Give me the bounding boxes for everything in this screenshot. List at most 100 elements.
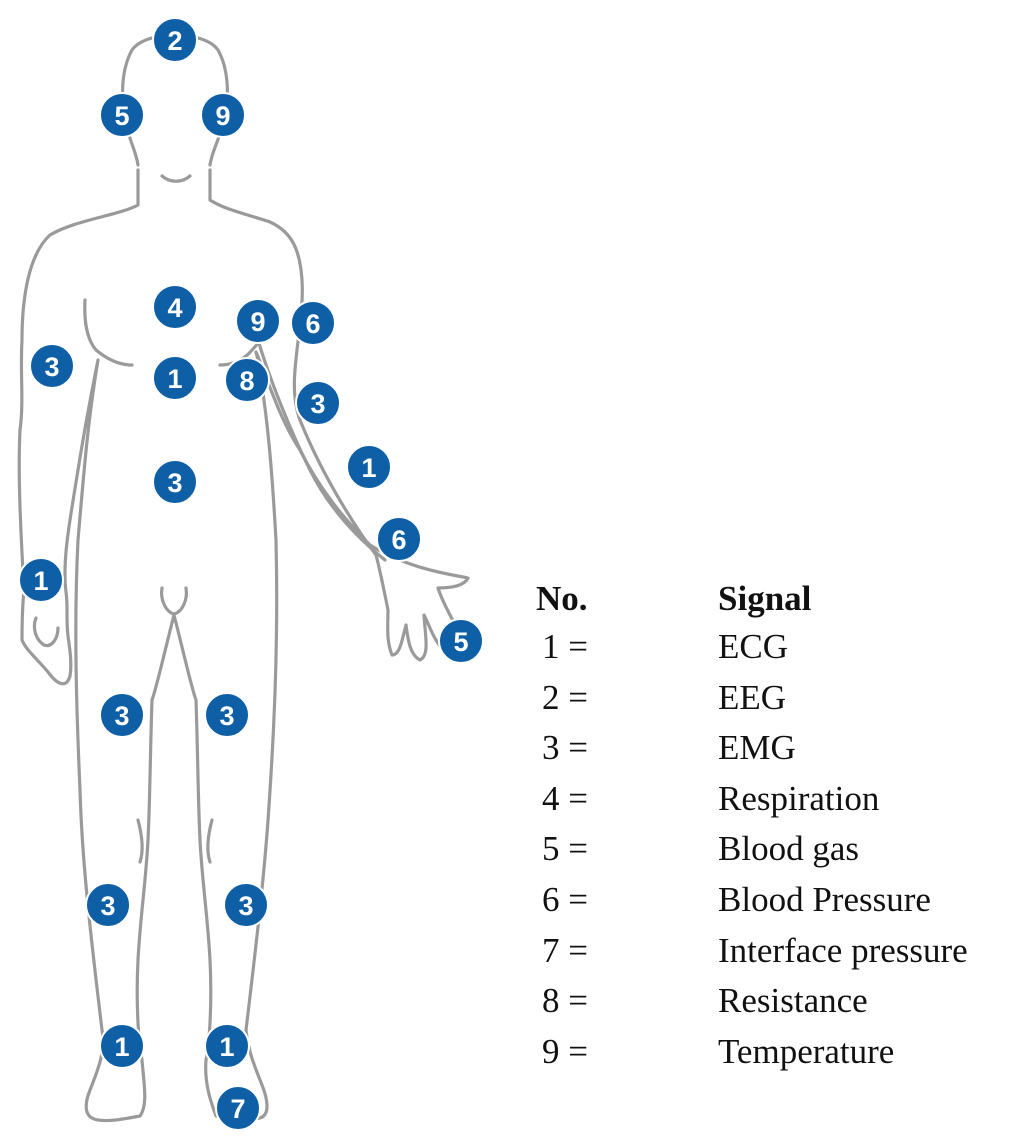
signal-marker-head-right-side: 5 (99, 92, 145, 138)
marker-number: 9 (215, 101, 230, 131)
legend-row: 4 = Respiration (536, 774, 1024, 825)
marker-number: 3 (238, 891, 253, 921)
legend-row: 1 = ECG (536, 622, 1024, 673)
marker-number: 6 (305, 309, 320, 339)
marker-number: 3 (167, 468, 182, 498)
signal-marker-chest: 1 (152, 355, 198, 401)
right-knee-line (136, 818, 144, 864)
chin-line (160, 174, 192, 183)
marker-number: 5 (114, 101, 129, 131)
marker-number: 1 (361, 453, 376, 483)
signal-marker-left-thigh: 3 (204, 692, 250, 738)
legend-header: No. Signal (536, 576, 1024, 622)
legend-row: 6 = Blood Pressure (536, 875, 1024, 926)
marker-circle (99, 92, 145, 138)
marker-circle (99, 692, 145, 738)
signal-marker-right-calf: 3 (85, 882, 131, 928)
marker-number: 6 (391, 525, 406, 555)
legend-row-signal: EEG (718, 677, 787, 717)
chest-line-right (83, 298, 134, 367)
body-outline (17, 33, 470, 1123)
body-silhouette (17, 168, 470, 1123)
signal-marker-left-armpit-lower: 8 (224, 357, 270, 403)
signal-marker-left-wrist: 6 (376, 516, 422, 562)
legend-row: 2 = EEG (536, 673, 1024, 724)
legend-row-no: 6 = (542, 879, 588, 919)
marker-number: 7 (230, 1094, 245, 1124)
legend-rows: 1 = ECG 2 = EEG 3 = EMG 4 = Respiration … (536, 622, 1024, 1077)
right-thumb (32, 616, 60, 648)
legend-row-no: 9 = (542, 1031, 588, 1071)
legend-row: 8 = Resistance (536, 976, 1024, 1027)
signal-marker-right-wrist: 1 (18, 557, 64, 603)
marker-number: 2 (167, 26, 182, 56)
signal-marker-left-forearm: 1 (346, 444, 392, 490)
legend-row-no: 8 = (542, 981, 588, 1021)
legend-row: 9 = Temperature (536, 1027, 1024, 1078)
marker-circle (223, 882, 269, 928)
legend-row-no: 4 = (542, 778, 588, 818)
signal-marker-left-calf: 3 (223, 882, 269, 928)
marker-number: 9 (250, 307, 265, 337)
marker-number: 3 (310, 389, 325, 419)
signal-marker-abdomen: 3 (152, 459, 198, 505)
legend-header-signal: Signal (718, 579, 812, 618)
legend-row-signal: ECG (718, 627, 788, 666)
marker-number: 3 (44, 352, 59, 382)
legend-row: 7 = Interface pressure (536, 926, 1024, 977)
legend-row-signal: Temperature (718, 1031, 895, 1071)
marker-number: 8 (239, 366, 254, 396)
legend-header-no: No. (536, 579, 588, 618)
legend-row-signal: EMG (718, 728, 796, 768)
legend-row-no: 1 = (542, 627, 588, 666)
legend-row-signal: Respiration (718, 778, 880, 818)
marker-circle (18, 557, 64, 603)
signal-marker-left-upper-arm: 6 (290, 300, 336, 346)
marker-circle (224, 357, 270, 403)
marker-number: 3 (114, 701, 129, 731)
marker-circle (152, 459, 198, 505)
signal-marker-left-foot-sole: 7 (215, 1085, 261, 1131)
marker-circle (152, 355, 198, 401)
legend-row-no: 3 = (542, 728, 588, 768)
marker-circle (152, 17, 198, 63)
signal-marker-left-armpit: 9 (235, 298, 281, 344)
groin-line (160, 586, 188, 616)
marker-number: 3 (100, 891, 115, 921)
legend-row-signal: Blood gas (718, 829, 859, 869)
signal-marker-right-ankle: 1 (99, 1023, 145, 1069)
marker-number: 1 (167, 364, 182, 394)
marker-number: 3 (219, 701, 234, 731)
signal-markers: 2 5 9 4 9 6 3 1 8 3 1 3 6 1 5 3 3 3 3 1 1 7 (18, 17, 484, 1131)
marker-circle (29, 343, 75, 389)
legend-row-signal: Resistance (718, 981, 868, 1021)
marker-circle (438, 618, 484, 664)
marker-number: 1 (33, 566, 48, 596)
signal-marker-left-ankle: 1 (204, 1023, 250, 1069)
signal-marker-right-thigh: 3 (99, 692, 145, 738)
marker-number: 4 (167, 293, 182, 323)
marker-circle (290, 300, 336, 346)
signal-marker-left-forearm-upper: 3 (295, 380, 341, 426)
signal-marker-head-top: 2 (152, 17, 198, 63)
legend-row-no: 5 = (542, 829, 588, 869)
marker-circle (204, 1023, 250, 1069)
legend-row-no: 7 = (542, 930, 588, 970)
marker-circle (215, 1085, 261, 1131)
legend-row-signal: Interface pressure (718, 930, 968, 970)
legend-row: 5 = Blood gas (536, 824, 1024, 875)
legend-row-signal: Blood Pressure (718, 879, 931, 919)
marker-circle (85, 882, 131, 928)
marker-circle (235, 298, 281, 344)
signal-marker-left-fingertip: 5 (438, 618, 484, 664)
legend-row-no: 2 = (542, 677, 588, 717)
marker-circle (200, 92, 246, 138)
legend-row: 3 = EMG (536, 723, 1024, 774)
signal-marker-upper-chest: 4 (152, 284, 198, 330)
marker-circle (99, 1023, 145, 1069)
marker-number: 5 (453, 627, 468, 657)
marker-circle (376, 516, 422, 562)
signal-legend: No. Signal 1 = ECG 2 = EEG 3 = EMG 4 = R… (536, 576, 1024, 1077)
left-knee-line (206, 818, 214, 864)
